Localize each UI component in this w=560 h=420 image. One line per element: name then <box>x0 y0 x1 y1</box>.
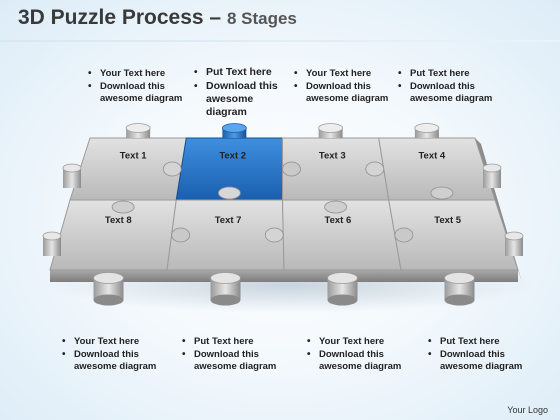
note-line: Put Text here <box>426 336 526 348</box>
puzzle-layer <box>42 123 524 306</box>
puzzle-knob-top <box>318 128 343 138</box>
note-line: Download this awesome diagram <box>86 81 186 105</box>
top-note-3: Your Text here Download this awesome dia… <box>292 68 392 106</box>
title-subtitle: 8 Stages <box>226 9 297 28</box>
label-layer: Text 1 Text 2 Text 3 Text 4 Text 8 Text … <box>105 150 462 226</box>
puzzle-knob-left-2 <box>43 236 61 256</box>
puzzle-knob-bottom-base <box>93 294 124 306</box>
puzzle-knob-bottom <box>444 278 475 300</box>
title-divider <box>0 40 560 42</box>
puzzle-knob-top-cap <box>221 123 247 133</box>
puzzle-knob-bottom-base <box>327 294 358 306</box>
puzzle-knob-top <box>126 128 151 138</box>
note-line: Your Text here <box>305 336 405 348</box>
puzzle-knob-left-1-cap <box>62 163 82 173</box>
puzzle-socket <box>111 200 135 214</box>
bottom-note-1: Your Text here Download this awesome dia… <box>60 336 160 374</box>
puzzle-knob-bottom <box>210 278 241 300</box>
note-line: Put Text here <box>192 66 294 79</box>
note-line: Download this awesome diagram <box>292 81 392 105</box>
puzzle-knob-right-1 <box>483 168 501 188</box>
puzzle-knob-right-1-cap <box>482 163 502 173</box>
note-line: Download this awesome diagram <box>426 349 526 373</box>
puzzle-knob-right-2 <box>505 236 523 256</box>
top-note-2: Put Text here Download this awesome diag… <box>192 66 294 120</box>
puzzle-knob-left-1 <box>63 168 81 188</box>
puzzle-socket <box>430 186 454 200</box>
piece-label-text-3: Text 3 <box>319 150 346 161</box>
note-line: Your Text here <box>60 336 160 348</box>
slab-front-edge <box>50 270 518 282</box>
note-line: Download this awesome diagram <box>192 80 294 119</box>
puzzle-piece-text-5 <box>388 199 519 271</box>
note-line: Download this awesome diagram <box>396 81 496 105</box>
puzzle-knob-top-cap <box>318 123 344 133</box>
piece-label-text-5: Text 5 <box>434 215 461 226</box>
note-line: Your Text here <box>292 68 392 80</box>
top-note-4: Put Text here Download this awesome diag… <box>396 68 496 106</box>
puzzle-knob-top-cap <box>125 123 151 133</box>
puzzle-knob-bottom-base <box>210 294 241 306</box>
title-separator: – <box>203 6 227 29</box>
note-line: Put Text here <box>396 68 496 80</box>
puzzle-socket <box>324 200 348 214</box>
piece-label-text-2: Text 2 <box>219 150 246 161</box>
bottom-note-2: Put Text here Download this awesome diag… <box>180 336 280 374</box>
puzzle-knob-top-cap <box>414 123 440 133</box>
puzzle-socket <box>394 227 414 243</box>
puzzle-knob-bottom <box>327 278 358 300</box>
piece-label-text-4: Text 4 <box>418 150 445 161</box>
puzzle-socket <box>171 227 191 243</box>
title-main: 3D Puzzle Process <box>18 6 204 29</box>
piece-label-text-1: Text 1 <box>120 150 147 161</box>
piece-label-text-6: Text 6 <box>325 215 352 226</box>
note-line: Download this awesome diagram <box>60 349 160 373</box>
puzzle-knob-bottom-cap <box>327 272 358 284</box>
puzzle-knob-bottom-cap <box>210 272 241 284</box>
puzzle-knob-left-2-cap <box>42 231 62 241</box>
note-line: Your Text here <box>86 68 186 80</box>
puzzle-piece-text-8 <box>49 199 177 271</box>
bottom-note-3: Your Text here Download this awesome dia… <box>305 336 405 374</box>
note-line: Download this awesome diagram <box>305 349 405 373</box>
puzzle-socket <box>282 161 301 177</box>
puzzle-knob-top <box>414 128 439 138</box>
puzzle-knob-bottom <box>93 278 124 300</box>
puzzle-socket <box>162 161 182 177</box>
puzzle-socket <box>264 227 284 243</box>
puzzle-socket <box>365 161 385 177</box>
logo: Your Logo <box>507 405 548 415</box>
piece-label-text-7: Text 7 <box>215 215 242 226</box>
puzzle-knob-top <box>222 128 247 138</box>
note-line: Download this awesome diagram <box>180 349 280 373</box>
puzzle-knob-bottom-base <box>444 294 475 306</box>
puzzle-knob-bottom-cap <box>93 272 124 284</box>
note-line: Put Text here <box>180 336 280 348</box>
piece-label-text-8: Text 8 <box>105 215 132 226</box>
puzzle-knob-right-2-cap <box>504 231 524 241</box>
page-title: 3D Puzzle Process – 8 Stages <box>18 6 297 30</box>
bottom-note-4: Put Text here Download this awesome diag… <box>426 336 526 374</box>
puzzle-socket <box>217 186 241 200</box>
puzzle-knob-bottom-cap <box>444 272 475 284</box>
top-note-1: Your Text here Download this awesome dia… <box>86 68 186 106</box>
